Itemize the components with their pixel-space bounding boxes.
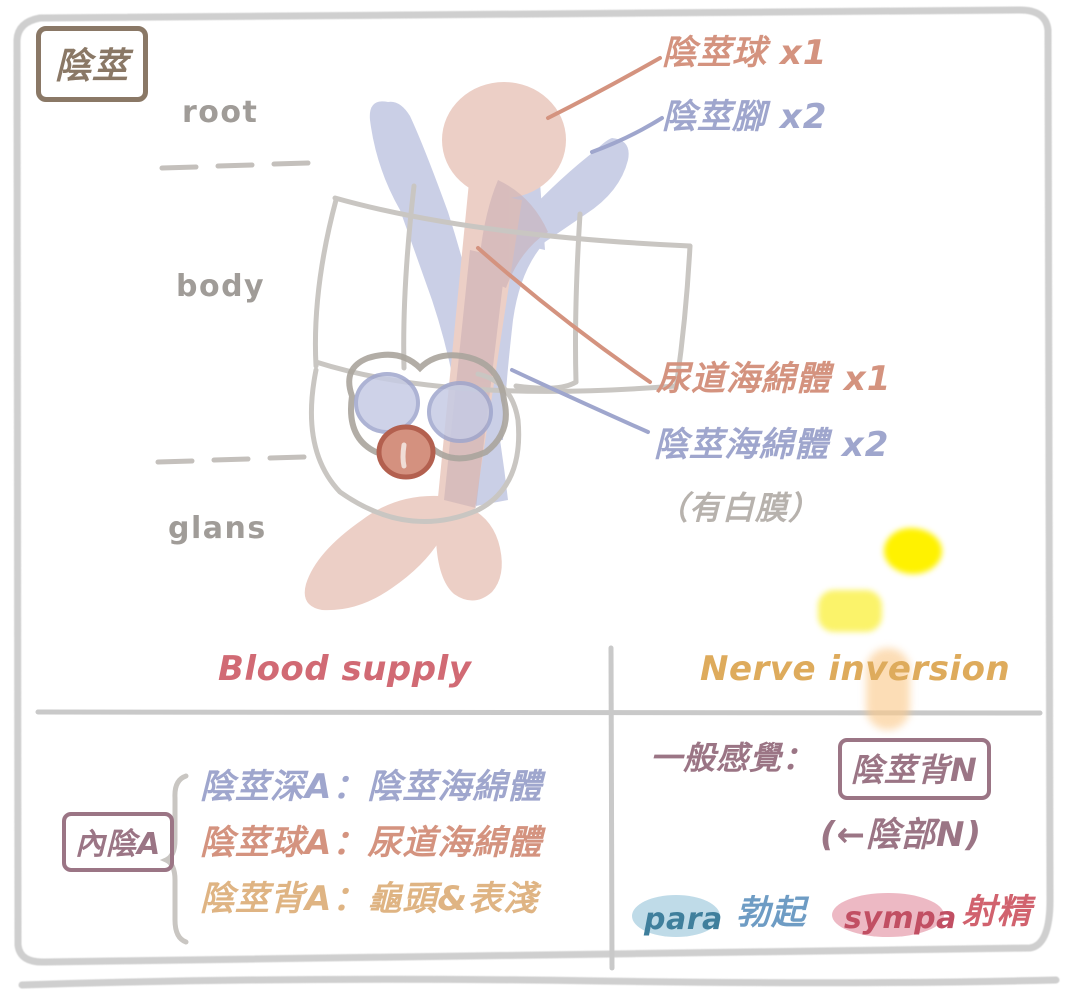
table-column-divider	[608, 645, 615, 971]
callout-bulb: 陰莖球 x1	[662, 33, 828, 73]
corpus-cavernosum-shape	[369, 101, 629, 506]
callout-tunica-note: （有白膜）	[656, 489, 822, 527]
callout-leader-lines	[476, 56, 664, 434]
page-title-badge: 陰莖	[36, 26, 149, 102]
region-label-body: body	[176, 269, 266, 304]
blood-row-dorsal-artery: 陰莖背A：龜頭&表淺	[200, 882, 538, 916]
table-header-nerve-inversion: Nerve inversion	[700, 649, 1011, 689]
callout-corpus-spongiosum: 尿道海綿體 x1	[656, 359, 892, 399]
sympa-tag: sympa	[844, 901, 957, 936]
blood-row-deep-target: 陰莖海綿體	[367, 767, 543, 807]
para-tag: para	[644, 902, 723, 937]
pudendal-nerve-source: (←陰部N)	[820, 815, 983, 855]
blood-row-bulbar-artery-text: 陰莖球A	[200, 823, 333, 863]
blood-row-deep-artery: 陰莖深A：陰莖海綿體	[200, 770, 542, 804]
internal-pudendal-artery-label: 內陰A	[62, 812, 175, 872]
cavernosa-cross-section	[354, 372, 493, 443]
blood-row-bulbar-artery: 陰莖球A：尿道海綿體	[200, 826, 542, 860]
table-header-blood-supply: Blood supply	[218, 649, 472, 689]
para-effect: 勃起	[736, 893, 806, 933]
region-label-root: root	[182, 95, 259, 130]
highlight-yellow-pale	[818, 590, 882, 632]
region-divider-dashes	[155, 160, 311, 465]
overlap-shading	[444, 180, 548, 508]
blood-row-deep-sep: ：	[332, 767, 368, 807]
blood-row-dorsal-target: 龜頭&表淺	[367, 879, 538, 919]
sympa-effect: 射精	[962, 892, 1032, 932]
blood-row-deep-artery-text: 陰莖深A	[200, 767, 333, 807]
blood-row-dorsal-artery-text: 陰莖背A	[200, 879, 333, 919]
general-sensation-prefix: 一般感覺：	[650, 739, 816, 777]
corpus-spongiosum-shape	[304, 82, 566, 611]
blood-row-bulbar-sep: ：	[332, 823, 368, 863]
region-label-glans: glans	[168, 511, 267, 546]
callout-crus: 陰莖腳 x2	[662, 97, 828, 137]
fascia-outline	[309, 183, 693, 525]
dorsal-nerve-label: 陰莖背N	[838, 738, 991, 800]
blood-row-dorsal-sep: ：	[332, 879, 368, 919]
highlight-orange-soft	[866, 648, 910, 730]
tunica-albuginea-outline	[346, 351, 509, 462]
blood-row-bulbar-target: 尿道海綿體	[367, 823, 543, 863]
callout-corpus-cavernosum: 陰莖海綿體 x2	[654, 425, 890, 465]
urethra-cross-section	[376, 424, 436, 480]
highlight-yellow-bright	[884, 528, 942, 574]
